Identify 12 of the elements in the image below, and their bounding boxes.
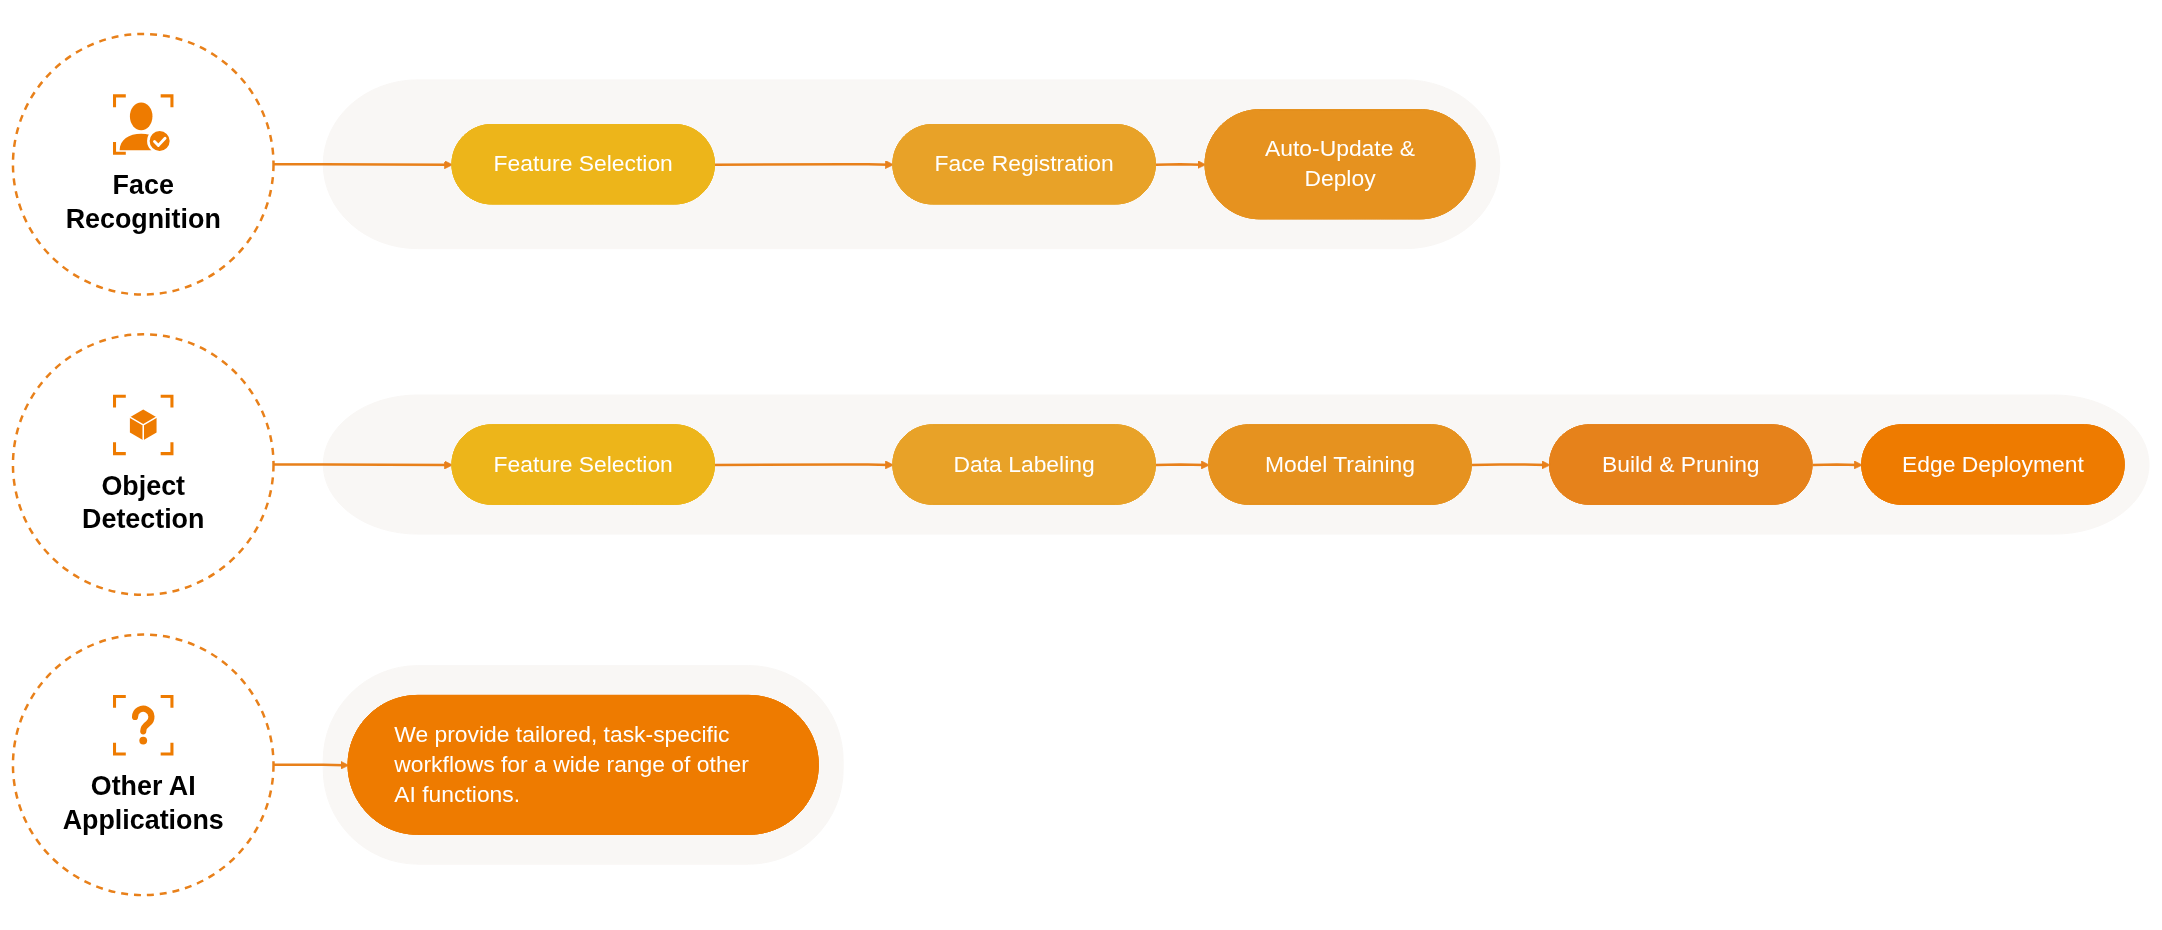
arrow <box>1155 461 1210 470</box>
node-circle: Other AI Applications <box>11 633 275 897</box>
node-circle: Face Recognition <box>11 33 275 297</box>
arrow <box>273 761 349 771</box>
arrow <box>1812 460 1863 470</box>
arrow <box>273 461 453 470</box>
arrow <box>1155 160 1206 170</box>
node-circle: Object Detection <box>11 333 275 597</box>
arrow <box>1471 460 1551 470</box>
arrow <box>714 160 894 170</box>
arrow <box>714 460 894 470</box>
arrow <box>273 160 453 170</box>
